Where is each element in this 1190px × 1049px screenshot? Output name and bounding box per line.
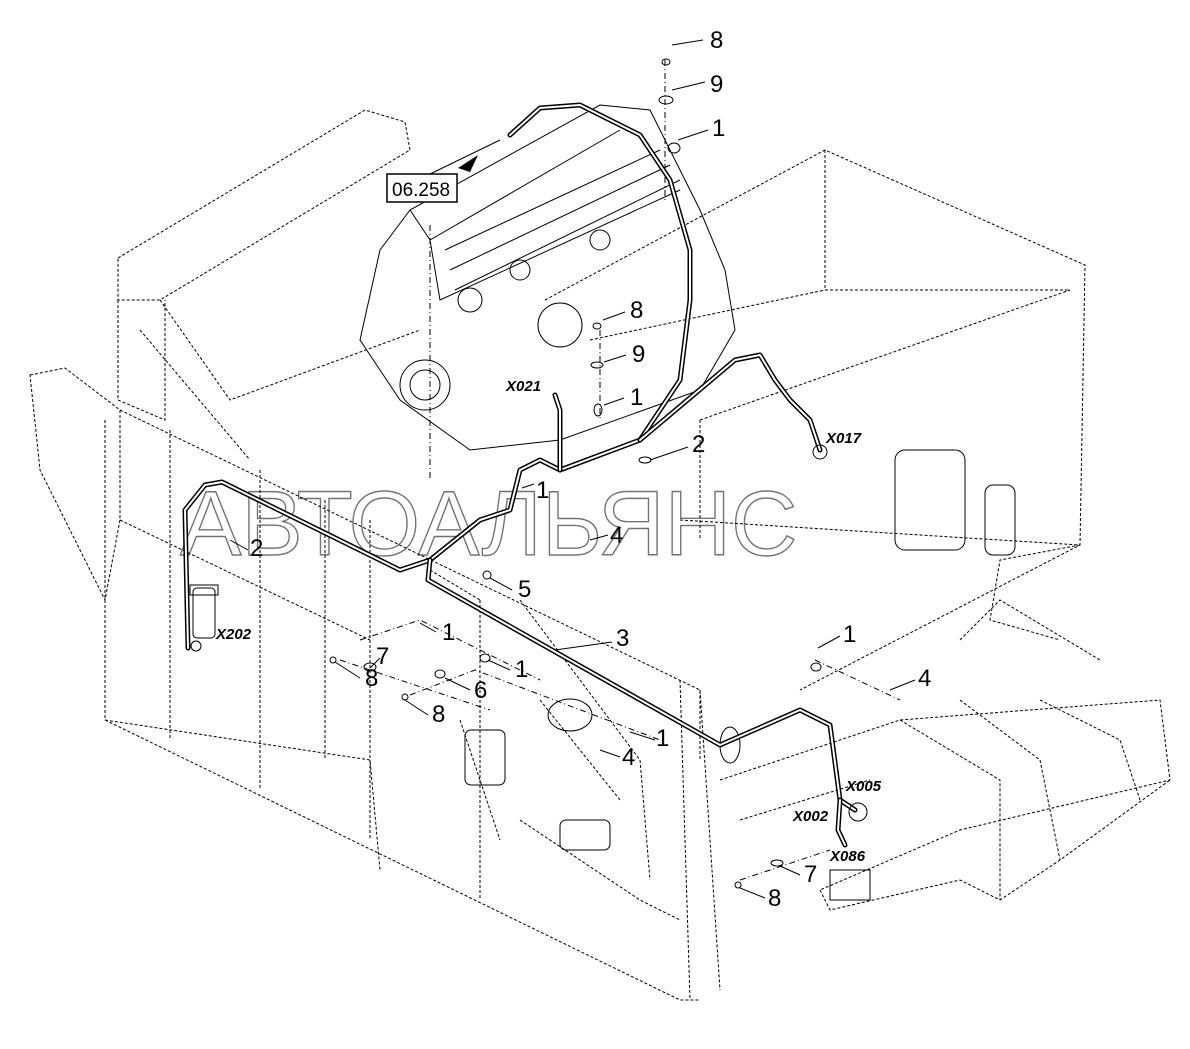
callout-9: 9 — [710, 71, 723, 98]
callout-1: 1 — [442, 619, 455, 646]
callout-8: 8 — [365, 665, 378, 692]
callout-1: 1 — [536, 477, 549, 504]
callout-8: 8 — [710, 27, 723, 54]
callout-2: 2 — [692, 431, 705, 458]
callout-2: 2 — [250, 535, 263, 562]
callout-1: 1 — [630, 384, 643, 411]
connector-label-x005: X005 — [845, 778, 882, 795]
wiring-harness — [182, 102, 858, 848]
callout-numbers: 8 9 1 8 9 1 2 1 2 4 5 3 1 7 8 1 6 8 1 4 … — [250, 27, 931, 912]
reference-box — [386, 173, 458, 203]
reference-arrow-head — [458, 155, 478, 172]
callout-6: 6 — [474, 677, 487, 704]
callout-7: 7 — [804, 861, 817, 888]
callout-5: 5 — [518, 576, 531, 603]
callout-4: 4 — [918, 665, 931, 692]
reference-leader — [427, 139, 501, 176]
callout-3: 3 — [616, 625, 629, 652]
callout-8: 8 — [768, 885, 781, 912]
connector-x017-plug — [812, 444, 828, 460]
callout-7: 7 — [376, 643, 389, 670]
callout-8: 8 — [432, 701, 445, 728]
callout-1: 1 — [515, 656, 528, 683]
callout-1: 1 — [712, 115, 725, 142]
connector-label-x086: X086 — [829, 848, 866, 865]
callout-leaders — [229, 39, 916, 899]
connector-label-x021: X021 — [505, 378, 541, 395]
reference-box-label: 06.258 — [392, 180, 450, 201]
callout-8: 8 — [630, 297, 643, 324]
callout-4: 4 — [622, 744, 635, 771]
fastener-marks — [329, 58, 822, 889]
connector-label-x002: X002 — [792, 808, 829, 825]
connector-label-x202: X202 — [215, 626, 252, 643]
connector-label-x017: X017 — [825, 430, 862, 447]
callout-1: 1 — [843, 621, 856, 648]
chassis-frame-drawing — [29, 104, 1171, 1001]
callout-1: 1 — [656, 725, 669, 752]
callout-4: 4 — [610, 522, 623, 549]
callout-9: 9 — [632, 341, 645, 368]
watermark-text: АВТОАЛЬЯНС — [180, 473, 798, 575]
connector-x202-plug — [190, 640, 202, 652]
connector-x005-plug — [848, 802, 868, 822]
